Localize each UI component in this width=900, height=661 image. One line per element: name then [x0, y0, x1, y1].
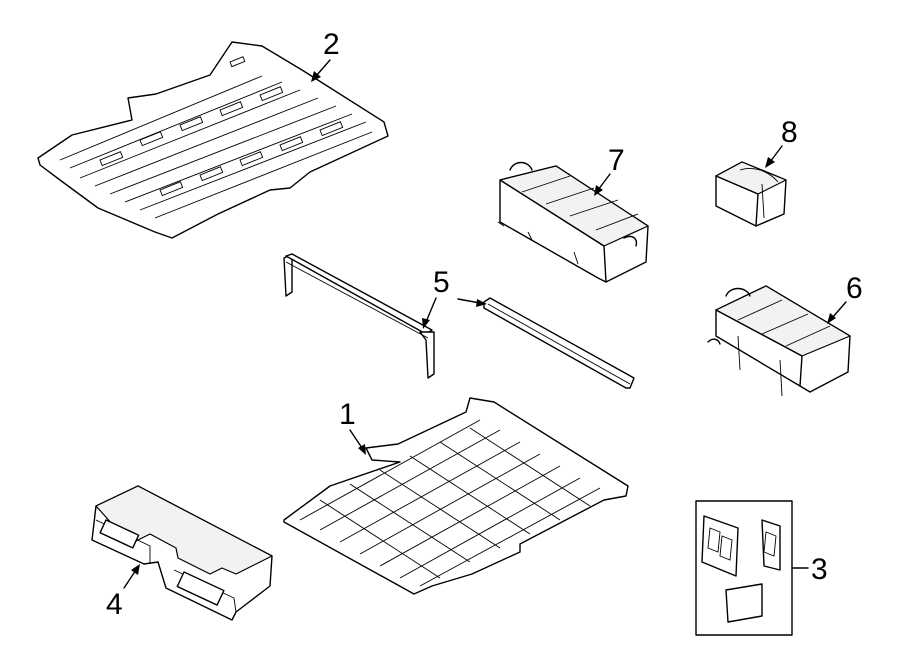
callout-5: 5: [422, 266, 487, 329]
part-6-organizer: [707, 285, 851, 397]
part-5-rail: [483, 297, 635, 389]
callout-6: 6: [827, 272, 863, 324]
callout-number-8: 8: [781, 116, 798, 149]
callout-number-4: 4: [106, 588, 123, 621]
callout-3: 3: [791, 553, 828, 586]
part-3-switch-kit: [695, 500, 793, 636]
part-5-bracket: [283, 253, 435, 379]
part-7-organizer: [497, 161, 649, 283]
callout-number-1: 1: [339, 398, 356, 431]
callout-number-3: 3: [811, 553, 828, 586]
callout-4: 4: [106, 564, 140, 621]
part-8-bag: [715, 161, 787, 227]
callout-7: 7: [594, 144, 625, 196]
callout-number-5: 5: [433, 266, 450, 299]
callout-1: 1: [339, 398, 366, 455]
part-2-floor-panel: [37, 41, 389, 239]
callout-number-6: 6: [846, 272, 863, 305]
callout-number-7: 7: [608, 144, 625, 177]
callout-number-2: 2: [323, 28, 340, 61]
part-4-step: [91, 485, 273, 621]
callout-2: 2: [311, 28, 340, 82]
part-1-bed-mat: [283, 397, 629, 595]
callout-8: 8: [765, 116, 798, 168]
